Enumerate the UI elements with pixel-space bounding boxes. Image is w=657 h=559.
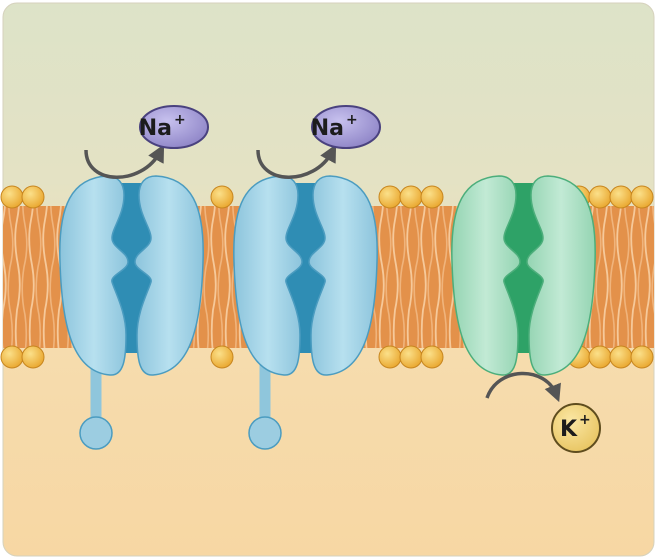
lipid-head [378, 345, 402, 369]
lipid-head [0, 345, 24, 369]
sodium-channel-left-inactivation-ball [79, 416, 113, 450]
na-ion-right: Na + [311, 105, 381, 149]
sodium-channel-left-subunit-right [134, 175, 204, 376]
lipid-heads-inner-leaflet [0, 345, 654, 369]
na-flux-arrow-left [84, 144, 165, 179]
na-ion-right-symbol: Na [311, 116, 344, 141]
lipid-head [588, 345, 612, 369]
sodium-channel-right [233, 175, 378, 450]
potassium-channel [451, 175, 596, 376]
sodium-channel-right-subunit-left [233, 175, 303, 376]
potassium-channel-subunit-right [526, 175, 596, 376]
k-ion-symbol: K [560, 417, 578, 442]
sodium-channel-right-inactivation-ball [248, 416, 282, 450]
k-flux-arrow [485, 371, 561, 403]
k-ion-body [551, 403, 601, 453]
sodium-channel-right-subunit-right [308, 175, 378, 376]
na-ion-left-charge: + [174, 112, 186, 128]
na-ion-right-charge: + [346, 112, 358, 128]
lipid-head [399, 185, 423, 209]
lipid-head [0, 185, 24, 209]
lipid-head [609, 185, 633, 209]
lipid-head [21, 185, 45, 209]
na-flux-arrow-right [256, 144, 337, 179]
sodium-channel-left [59, 175, 204, 450]
lipid-head [420, 345, 444, 369]
potassium-channel-subunit-left [451, 175, 521, 376]
lipid-head [210, 345, 234, 369]
na-ion-left: Na + [139, 105, 209, 149]
lipid-head [378, 185, 402, 209]
lipid-head [630, 185, 654, 209]
k-ion: K + [551, 403, 601, 453]
lipid-head [588, 185, 612, 209]
lipid-head [399, 345, 423, 369]
na-ion-left-symbol: Na [139, 116, 172, 141]
lipid-head [630, 345, 654, 369]
lipid-head [210, 185, 234, 209]
k-ion-charge: + [579, 412, 591, 428]
sodium-channel-left-subunit-left [59, 175, 129, 376]
na-ion-right-body [311, 105, 381, 149]
lipid-head [420, 185, 444, 209]
lipid-head [21, 345, 45, 369]
na-ion-left-body [139, 105, 209, 149]
lipid-head [609, 345, 633, 369]
